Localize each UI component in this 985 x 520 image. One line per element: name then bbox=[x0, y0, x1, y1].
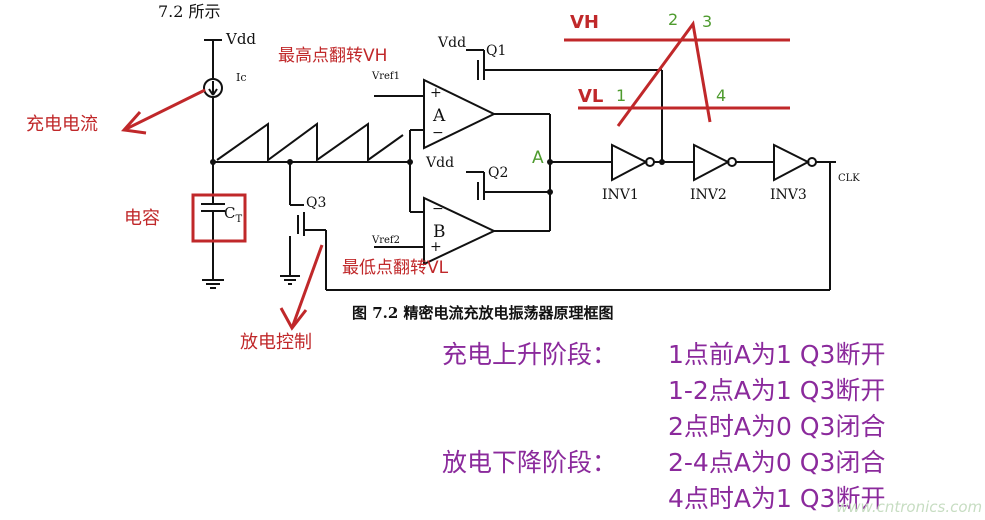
ic-label: Ic bbox=[236, 71, 247, 84]
clk-label: CLK bbox=[838, 173, 860, 184]
plus-sign-b: + bbox=[430, 239, 442, 255]
comparator-a-label: A bbox=[433, 106, 446, 126]
figure-caption: 图 7.2 精密电流充放电振荡器原理框图 bbox=[352, 304, 614, 322]
vdd-label-q1: Vdd bbox=[438, 35, 467, 51]
point-4-label: 4 bbox=[716, 86, 727, 105]
discharge-phase-title: 放电下降阶段： bbox=[442, 448, 618, 477]
top-note: 7.2 所示 bbox=[158, 2, 221, 21]
inv3-label: INV3 bbox=[770, 187, 807, 203]
node-a-label: A bbox=[532, 148, 544, 168]
inv1-label: INV1 bbox=[602, 187, 639, 203]
ct-label: CT bbox=[224, 204, 243, 225]
point-2-label: 2 bbox=[668, 10, 679, 29]
vdd-label-q2: Vdd bbox=[426, 155, 455, 171]
vh-level-label: VH bbox=[570, 12, 599, 33]
plus-sign-a: + bbox=[430, 85, 442, 101]
charge-current-annotation: 充电电流 bbox=[26, 114, 98, 135]
vdd-label-left: Vdd bbox=[226, 30, 257, 48]
charge-phase-title: 充电上升阶段： bbox=[442, 340, 618, 369]
explanation-line-4: 2-4点A为0 Q3闭合 bbox=[668, 448, 886, 477]
inv2-label: INV2 bbox=[690, 187, 727, 203]
highest-flip-annotation: 最高点翻转VH bbox=[278, 46, 388, 66]
minus-sign-b: − bbox=[432, 201, 444, 217]
watermark: www.cntronics.com bbox=[836, 498, 983, 516]
vref1-label: Vref1 bbox=[372, 71, 400, 82]
explanation-line-5: 4点时A为1 Q3断开 bbox=[668, 484, 886, 513]
comparator-b-label: B bbox=[433, 222, 446, 242]
minus-sign-a: − bbox=[432, 125, 444, 141]
vl-level-label: VL bbox=[578, 86, 604, 107]
point-3-label: 3 bbox=[702, 12, 713, 31]
capacitor-annotation: 电容 bbox=[124, 208, 160, 229]
explanation-line-1: 1点前A为1 Q3断开 bbox=[668, 340, 886, 369]
q2-label: Q2 bbox=[488, 165, 509, 181]
explanation-line-3: 2点时A为0 Q3闭合 bbox=[668, 412, 886, 441]
discharge-control-annotation: 放电控制 bbox=[240, 332, 312, 353]
vref2-label: Vref2 bbox=[372, 235, 400, 246]
q1-label: Q1 bbox=[486, 43, 507, 59]
q3-label: Q3 bbox=[306, 195, 327, 211]
lowest-flip-annotation: 最低点翻转VL bbox=[342, 258, 449, 278]
explanation-line-2: 1-2点A为1 Q3断开 bbox=[668, 376, 886, 405]
point-1-label: 1 bbox=[616, 86, 627, 105]
